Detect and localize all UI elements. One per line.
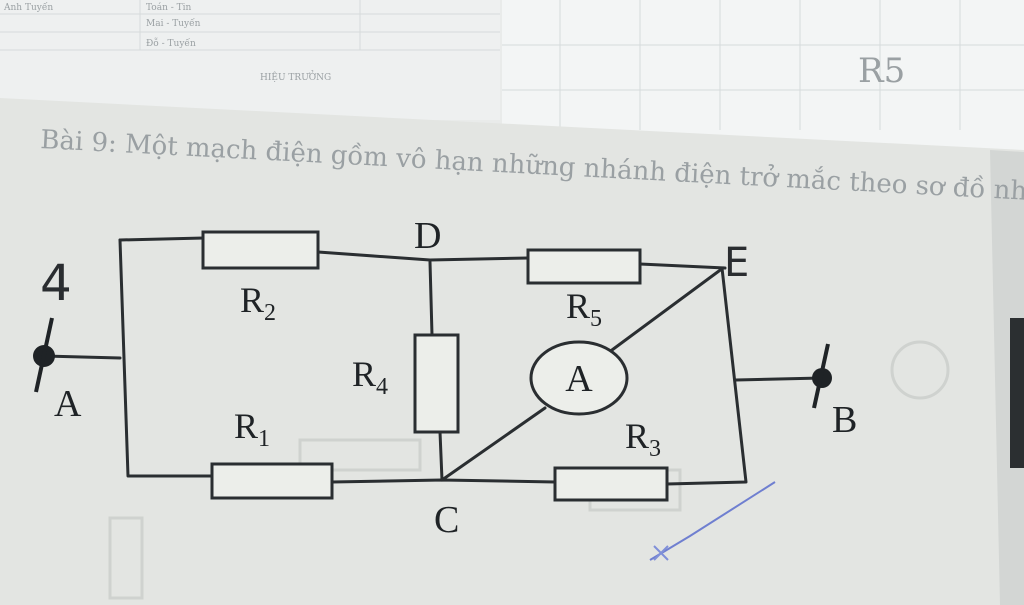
faded-table-grid [0,0,1024,130]
node-a-label: A [54,383,82,425]
resistor-r4-label: R4 [352,354,388,400]
top-right-sheet [502,0,1024,150]
terminal-a-pen-mark [34,317,54,393]
faded-footer: HIỆU TRƯỞNG [260,70,331,83]
node-c-label: C [434,499,459,541]
resistor-r2 [201,230,320,270]
top-left-sheet [0,0,500,120]
resistor-r1-label: R1 [234,406,270,452]
faded-row-2: Toán - Tin [146,2,192,13]
faded-note: R5 [858,51,905,91]
resistor-r2-label: R2 [240,280,276,326]
resistor-r5 [526,248,642,285]
resistor-r4 [413,333,460,434]
ammeter-symbol [529,340,629,416]
resistor-r5-label: R5 [566,286,602,332]
circuit-wires [42,236,824,486]
paper-edge-shadow [990,150,1024,605]
faded-row-1: Anh Tuyến [3,2,53,13]
faded-row-3: Mai - Tuyến [146,18,201,29]
node-b-label: B [832,399,857,441]
resistor-r3-label: R3 [625,416,661,462]
terminal-b-pen-mark [812,343,830,409]
ammeter-label: A [565,358,593,400]
resistor-r1 [210,462,334,500]
blue-pen-cross [653,545,669,561]
node-d-label: D [414,215,441,257]
resistor-bodies [201,230,669,502]
handwritten-number: 4 [40,254,72,312]
dark-background-strip [1010,318,1024,468]
faded-row-4: Đỗ - Tuyến [146,37,196,49]
resistor-r3 [553,466,669,502]
node-e-label: E [724,240,749,286]
